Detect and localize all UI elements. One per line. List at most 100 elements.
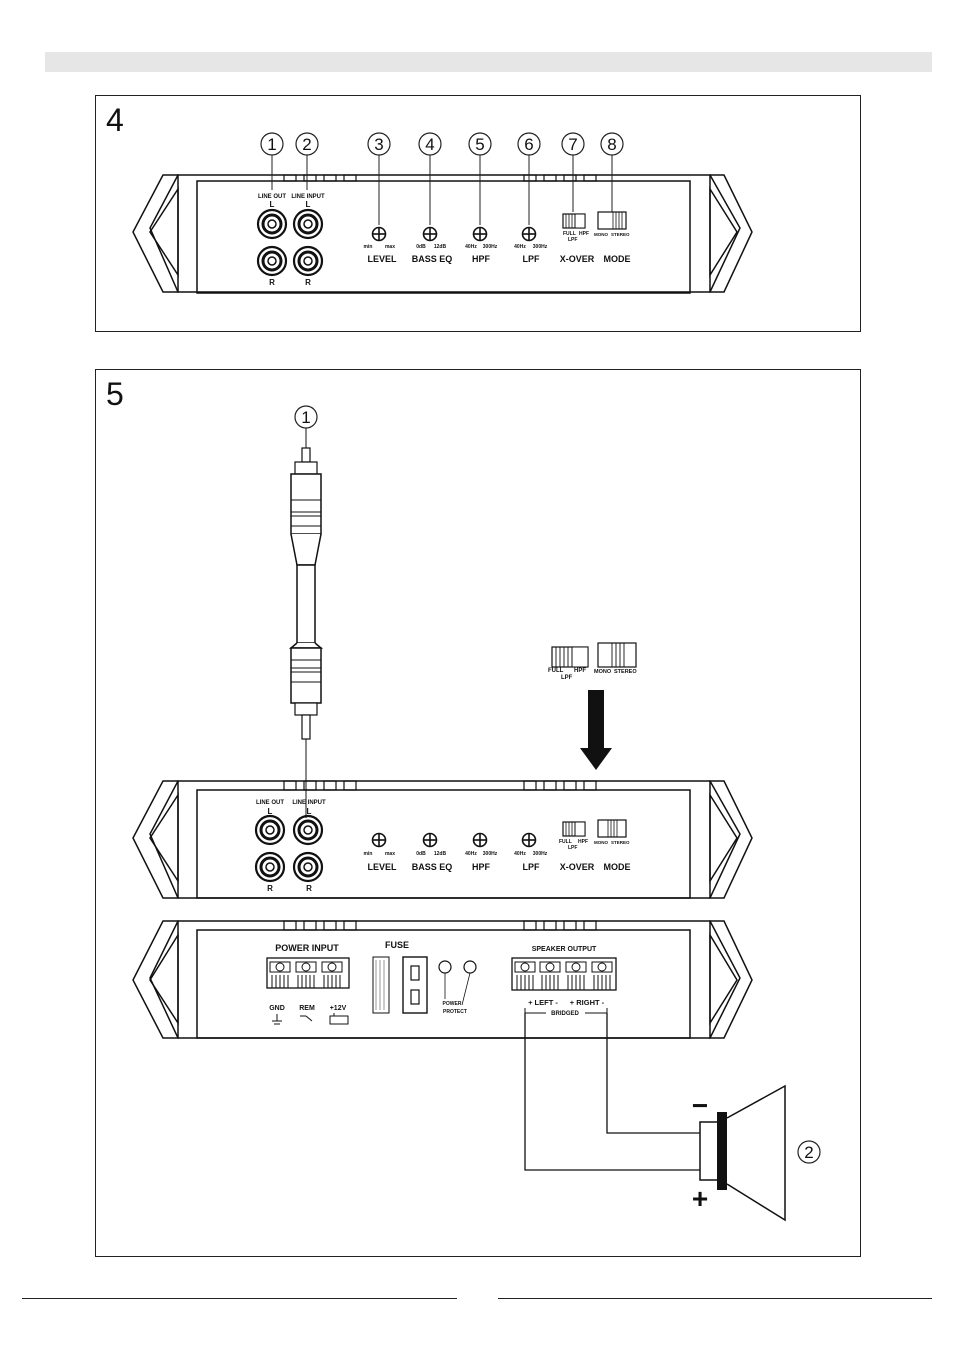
fig5-right-in: R (306, 884, 312, 893)
callout-8: 8 (607, 135, 616, 154)
full-label: FULL (563, 231, 576, 237)
left-label-in: L (306, 200, 311, 209)
right-label-out: R (269, 278, 275, 287)
left-label-out: L (270, 200, 275, 209)
detail-lpf-label: LPF (561, 675, 573, 681)
speaker-minus-sign: − (692, 1090, 708, 1121)
callout-2: 2 (302, 135, 311, 154)
fig5-lpf-label: LPF (523, 862, 541, 872)
fuse-holder (372, 956, 428, 1014)
hpf-switch-label: HPF (579, 231, 589, 237)
power-protect-label-1: POWER (443, 1001, 462, 1007)
rca-out-right (256, 245, 288, 277)
speaker-plus-sign: + (692, 1183, 708, 1214)
rca-in-left (292, 208, 324, 240)
fig5-level-max: max (385, 851, 395, 857)
fig5-mono-label: MONO (594, 840, 608, 845)
rca-cable: 1 (288, 405, 324, 818)
bass-eq-knob (422, 226, 438, 242)
fig5-line-out-label: LINE OUT (256, 800, 284, 806)
plus12v-label: +12V (330, 1005, 347, 1012)
fig5-right-out: R (267, 884, 273, 893)
fig5-bass-min: 0dB (416, 851, 426, 857)
fig5-hpf-switch-label: HPF (578, 839, 588, 845)
fig5-left-out: L (268, 807, 273, 816)
rca-out-left (256, 208, 288, 240)
rca-jacks-fig4: LINE OUT LINE INPUT L L R R (256, 194, 325, 287)
fig5-left-in: L (307, 807, 312, 816)
speaker-wiring (524, 1013, 700, 1171)
fig5-level-label: LEVEL (367, 862, 397, 872)
lpf-switch-label: LPF (568, 237, 577, 243)
hpf-min: 40Hz (465, 244, 477, 250)
fig5-line-input-label: LINE INPUT (292, 800, 326, 806)
switch-detail-fig5: FULL HPF LPF MONO STEREO (548, 642, 637, 770)
line-input-label: LINE INPUT (291, 194, 325, 200)
fig5-level-min: min (364, 851, 373, 857)
callout-3: 3 (374, 135, 383, 154)
bridged-label: BRIDGED (551, 1011, 579, 1017)
fig5-stereo-label: STEREO (611, 840, 630, 845)
fig5-hpf-label: HPF (472, 862, 491, 872)
level-knob (371, 226, 387, 242)
mode-switch-fig4: MONO STEREO (594, 211, 630, 237)
speaker-output-label: SPEAKER OUTPUT (532, 946, 597, 953)
hpf-label: HPF (472, 254, 491, 264)
header-bar (45, 52, 932, 72)
fig5-lpf-switch-label: LPF (568, 845, 577, 851)
callout-5-1: 1 (301, 408, 310, 427)
fig5-hpf-min: 40Hz (465, 851, 477, 857)
gnd-label: GND (269, 1005, 285, 1012)
footer-rule-left (22, 1298, 457, 1299)
power-input-label: POWER INPUT (275, 943, 339, 953)
fig5-bass-eq-label: BASS EQ (412, 862, 453, 872)
footer-rule-right (498, 1298, 932, 1299)
callout-5-2: 2 (804, 1143, 813, 1162)
stereo-label: STEREO (611, 232, 630, 237)
bass-max: 12dB (434, 244, 447, 250)
speaker-terminal-block (511, 957, 617, 991)
power-protect-leds: POWER PROTECT (438, 960, 477, 1015)
fuse-label: FUSE (385, 940, 409, 950)
detail-hpf-label: HPF (574, 668, 586, 674)
figure-4-number: 4 (106, 102, 124, 138)
line-out-label: LINE OUT (258, 194, 286, 200)
power-terminal-block (266, 957, 350, 989)
fig5-bass-max: 12dB (434, 851, 447, 857)
hpf-max: 300Hz (483, 244, 498, 250)
fig5-xover-label: X-OVER (560, 862, 595, 872)
callout-5: 5 (475, 135, 484, 154)
bass-eq-label: BASS EQ (412, 254, 453, 264)
callout-1: 1 (267, 135, 276, 154)
callouts-fig4 (260, 132, 624, 225)
detail-stereo-label: STEREO (614, 669, 637, 675)
xover-switch-fig4: FULL HPF LPF (562, 213, 589, 243)
speaker-icon (699, 1084, 786, 1222)
fig5-lpf-min: 40Hz (514, 851, 526, 857)
amp-front-housing-fig4 (132, 174, 753, 294)
callout-7: 7 (568, 135, 577, 154)
callout-6: 6 (524, 135, 533, 154)
xover-label: X-OVER (560, 254, 595, 264)
amp-front-housing-fig5: LINE OUT LINE INPUT L L R R min max 0dB … (132, 780, 753, 899)
figure-5-panel: 5 (95, 369, 861, 1257)
fig5-lpf-max: 300Hz (533, 851, 548, 857)
speaker-right-label: + RIGHT - (570, 998, 605, 1007)
right-label-in: R (305, 278, 311, 287)
fig5-hpf-max: 300Hz (483, 851, 498, 857)
callout-4: 4 (425, 135, 434, 154)
bass-min: 0dB (416, 244, 426, 250)
amp-power-housing-fig5: POWER INPUT GND REM +12V FUSE (132, 920, 753, 1039)
lpf-min: 40Hz (514, 244, 526, 250)
rca-in-right (292, 245, 324, 277)
lpf-label: LPF (523, 254, 541, 264)
mono-label: MONO (594, 232, 608, 237)
figure-5-number: 5 (106, 376, 124, 412)
mode-label: MODE (604, 254, 631, 264)
lpf-max: 300Hz (533, 244, 548, 250)
detail-mono-label: MONO (594, 669, 612, 675)
knobs-fig4 (371, 226, 537, 242)
lpf-knob (521, 226, 537, 242)
speaker-left-label: + LEFT - (528, 998, 558, 1007)
